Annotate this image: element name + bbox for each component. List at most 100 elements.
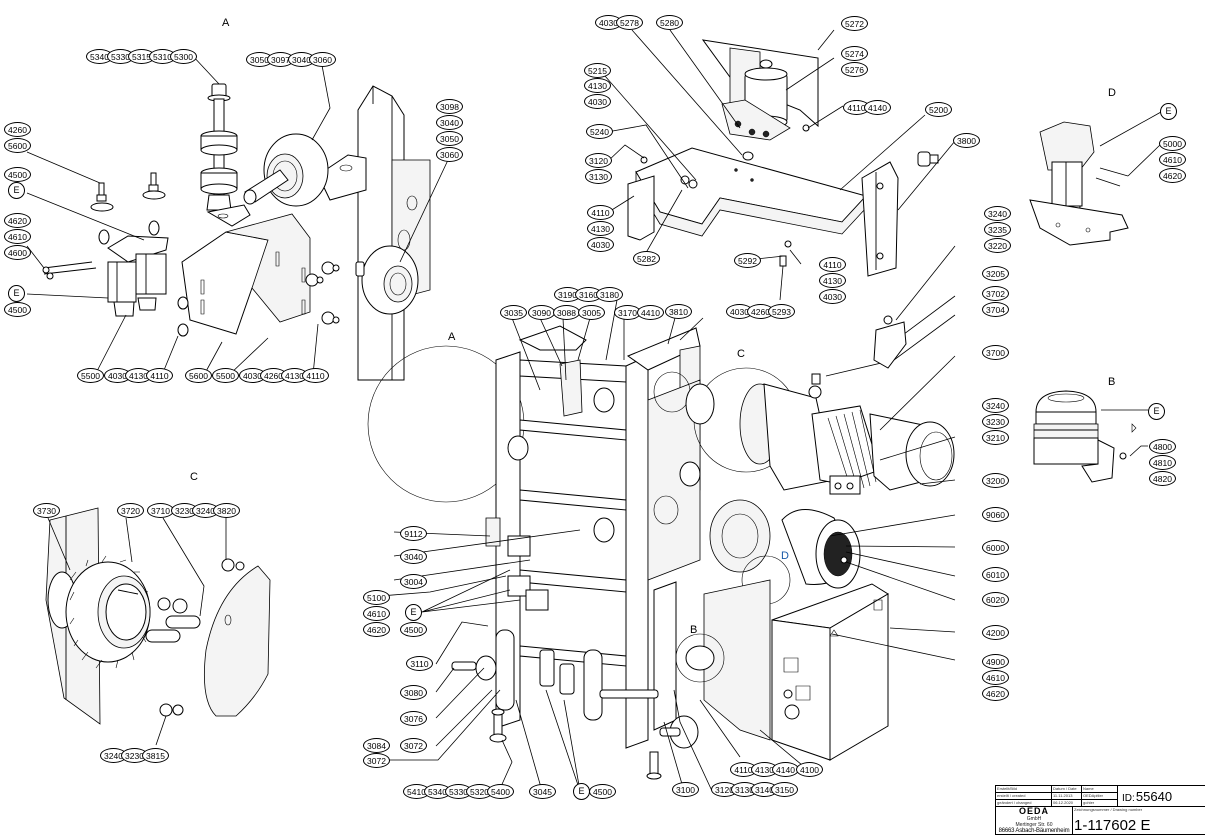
callout-e: E <box>8 285 25 302</box>
limit-switch-pair <box>43 221 168 316</box>
callout: 5330 <box>107 49 134 64</box>
callout: 3090 <box>528 305 555 320</box>
callout: 4100 <box>796 762 823 777</box>
bottom-bolt <box>490 709 506 742</box>
callout: 3702 <box>982 286 1009 301</box>
company-form: GmbH <box>1026 816 1042 822</box>
mounting-panel <box>704 580 770 740</box>
callout: 5215 <box>584 63 611 78</box>
callout: 3810 <box>665 304 692 319</box>
callout: 3730 <box>33 503 60 518</box>
callout: 4410 <box>637 305 664 320</box>
callout: 4110 <box>302 368 329 383</box>
callout: 4140 <box>772 762 799 777</box>
callout: 4030 <box>819 289 846 304</box>
callout: 5282 <box>633 251 660 266</box>
callout: 5600 <box>4 138 31 153</box>
gearbox-motor <box>686 374 954 494</box>
callout: 5330 <box>445 784 472 799</box>
callout: 4900 <box>982 654 1009 669</box>
company-logo: OEDA <box>1018 807 1049 816</box>
view-label-a: A <box>222 17 230 29</box>
callout-e: E <box>573 783 590 800</box>
callout: 4800 <box>1149 439 1176 454</box>
c-flange <box>204 566 270 716</box>
callout: 3235 <box>984 222 1011 237</box>
callout: 9112 <box>400 526 427 541</box>
callout: 5278 <box>616 15 643 30</box>
callout: 3710 <box>147 503 174 518</box>
plate-side-bracket <box>628 176 654 240</box>
callout: 5293 <box>768 304 795 319</box>
callout-e: E <box>1160 103 1177 120</box>
callout: 4140 <box>864 100 891 115</box>
tb-id-label: ID: <box>1122 793 1135 804</box>
callout: 3240 <box>100 748 127 763</box>
callout: 3040 <box>400 549 427 564</box>
detail-c-gear <box>46 508 270 745</box>
tb-id: ID: 55640 <box>1118 786 1205 807</box>
callout: 4600 <box>4 245 31 260</box>
callout: 5292 <box>734 253 761 268</box>
c-key-and-bolts <box>146 559 244 716</box>
callout: 5276 <box>841 62 868 77</box>
tb-company: OEDA GmbH Mertinger Str. 60 86663 Asbach… <box>996 807 1073 835</box>
callout: 3100 <box>672 782 699 797</box>
callout: 3050 <box>246 52 273 67</box>
callout: 6020 <box>982 592 1009 607</box>
tb-created-date: 11.11.2013 <box>1052 793 1082 800</box>
callout: 4130 <box>125 368 152 383</box>
callout: 3060 <box>309 52 336 67</box>
callout: 5240 <box>586 124 613 139</box>
view-label-d-main: D <box>781 550 789 562</box>
company-street: Mertinger Str. 60 <box>1015 822 1053 828</box>
proximity-sensor <box>918 152 930 166</box>
callout: 4610 <box>982 670 1009 685</box>
company-city: 86663 Asbach-Bäumenheim <box>998 828 1070 834</box>
callout: 3130 <box>585 169 612 184</box>
callout: 3220 <box>984 238 1011 253</box>
bracket-nuts <box>306 262 339 324</box>
callout: 5272 <box>841 16 868 31</box>
callout: 3076 <box>400 711 427 726</box>
vertical-bracket <box>862 162 898 276</box>
callout: 3700 <box>982 345 1009 360</box>
callout: 3040 <box>436 115 463 130</box>
callout: 4200 <box>982 625 1009 640</box>
callout: 3170 <box>614 305 641 320</box>
callout: 4610 <box>4 229 31 244</box>
tb-drawing-caption: Zeichnungsnummer / Drawing number <box>1074 807 1143 812</box>
callout: 3210 <box>982 430 1009 445</box>
view-label-d: D <box>1108 87 1116 99</box>
tb-changed-name: gohler <box>1082 800 1118 807</box>
sensor-bracket-3205 <box>874 316 906 368</box>
callout: 3704 <box>982 302 1009 317</box>
callout: 3004 <box>400 574 427 589</box>
tb-changed-date: 06.12.2020 <box>1052 800 1082 807</box>
callout: 4610 <box>363 606 390 621</box>
frame-switch-2 <box>508 576 530 596</box>
callout: 4110 <box>587 205 614 220</box>
frame-switch-3 <box>526 590 548 610</box>
callout: 3180 <box>596 287 623 302</box>
callout: 3200 <box>982 473 1009 488</box>
callout: 3110 <box>406 656 433 671</box>
view-label-b: B <box>1108 376 1116 388</box>
d-limit-switch <box>1052 162 1082 206</box>
guide-rollers <box>452 630 658 720</box>
view-label-c: C <box>190 471 198 483</box>
tb-drawing-number: 1-117602 E <box>1074 817 1151 834</box>
callout: 3240 <box>984 206 1011 221</box>
tb-id-value: 55640 <box>1135 789 1173 804</box>
tb-drawing: Zeichnungsnummer / Drawing number 1-1176… <box>1073 807 1205 835</box>
tb-changed-label: geändert / changed <box>996 800 1052 807</box>
callout: 4620 <box>363 622 390 637</box>
callout: 3230 <box>982 414 1009 429</box>
roller-arm <box>318 155 366 200</box>
callout: 5500 <box>212 368 239 383</box>
callout: 3072 <box>400 738 427 753</box>
callout: 3240 <box>982 398 1009 413</box>
callout: 9060 <box>982 507 1009 522</box>
callout: 3098 <box>436 99 463 114</box>
